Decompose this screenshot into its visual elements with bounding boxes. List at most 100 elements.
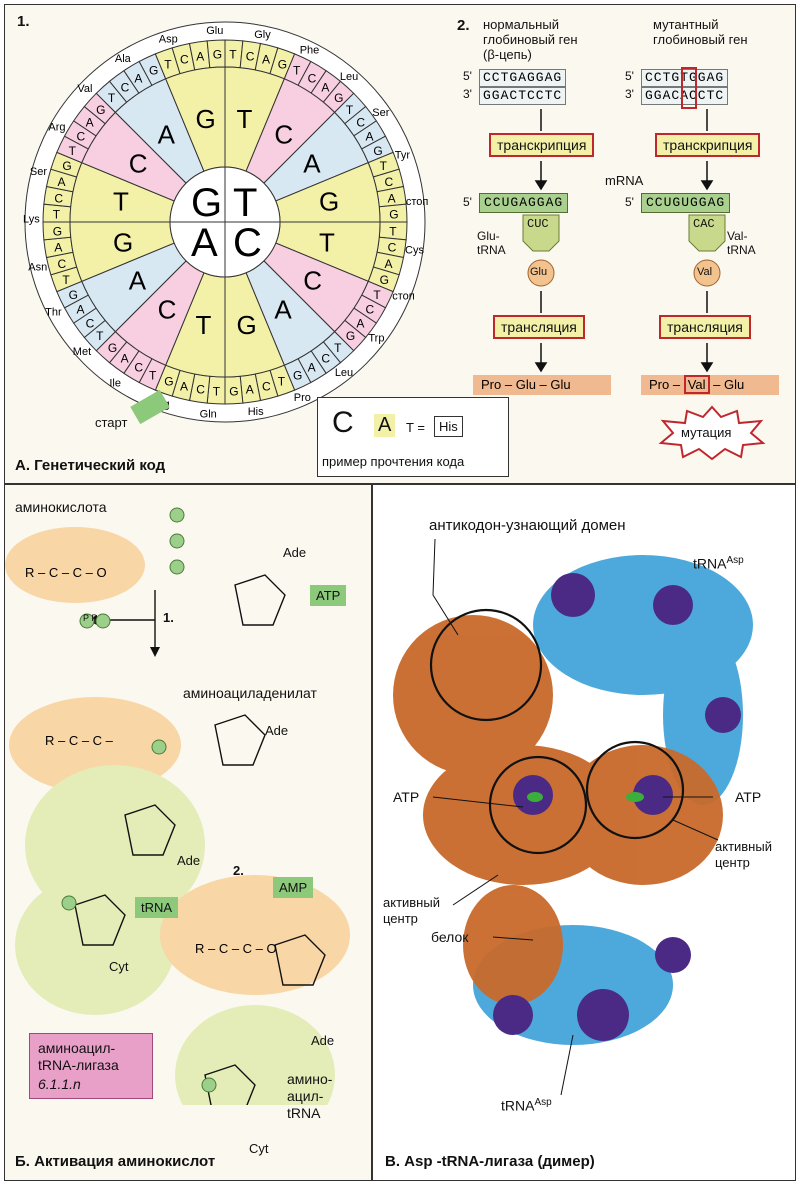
- mutant-dna-bottom: GGACACCTC: [641, 87, 729, 105]
- third-base-letter: C: [134, 361, 143, 375]
- third-base-letter: T: [69, 144, 77, 158]
- normal-5prime: 5': [463, 69, 472, 83]
- second-base-letter: G: [196, 104, 216, 134]
- normal-anticodon: CUC: [527, 217, 549, 231]
- third-base-letter: C: [262, 379, 271, 393]
- second-base-letter: T: [236, 104, 252, 134]
- amino-acid-label: стоп: [392, 291, 415, 303]
- second-base-letter: T: [196, 310, 212, 340]
- normal-gene-title: нормальный глобиновый ген (β-цепь): [483, 17, 578, 62]
- amino-acid-label: Asn: [28, 262, 47, 274]
- second-base-letter: G: [236, 310, 256, 340]
- third-base-letter: T: [62, 273, 70, 287]
- glu-ball: Glu: [530, 266, 548, 278]
- third-base-letter: T: [149, 368, 157, 382]
- enzyme-box: аминоацил- tRNA-лигаза 6.1.1.n: [29, 1033, 153, 1099]
- normal-dna-bottom: GGACTCCTC: [479, 87, 567, 105]
- third-base-letter: C: [180, 53, 189, 67]
- aminoacid-label: аминокислота: [15, 499, 107, 515]
- peptide-normal: Pro – Glu – Glu: [473, 375, 611, 395]
- third-base-letter: A: [54, 241, 62, 255]
- third-base-letter: A: [366, 129, 374, 143]
- ade-label-4: Ade: [311, 1033, 335, 1048]
- third-base-letter: G: [53, 224, 62, 238]
- legend-caption: пример прочтения кода: [322, 454, 465, 469]
- first-base-letter: A: [191, 221, 218, 265]
- mutant-anticodon: CAC: [693, 217, 715, 231]
- svg-text:R – C – C – O: R – C – C – O: [25, 565, 107, 580]
- third-base-letter: C: [58, 257, 67, 271]
- third-base-letter: A: [180, 379, 188, 393]
- amino-acid-label: Met: [73, 346, 91, 358]
- first-base-letter: G: [191, 181, 222, 225]
- amp-box: AMP: [273, 877, 314, 898]
- amino-acid-label: Cys: [405, 244, 424, 256]
- transcription-box-normal: транскрипция: [489, 133, 595, 157]
- third-base-letter: T: [229, 48, 237, 62]
- amino-acid-label: Ala: [115, 53, 132, 65]
- second-base-letter: T: [113, 187, 129, 217]
- second-base-letter: G: [113, 227, 133, 257]
- svg-text:R – C – C – O: R – C – C – O: [195, 941, 277, 956]
- third-base-letter: A: [58, 175, 66, 189]
- third-base-letter: A: [134, 71, 142, 85]
- amino-acid-label: Ile: [109, 377, 121, 389]
- third-base-letter: T: [389, 224, 397, 238]
- third-base-letter: A: [356, 316, 364, 330]
- protein-label: белок: [431, 929, 469, 945]
- mutation-highlight: [681, 67, 697, 109]
- peptide-mutant: Pro – Val – Glu: [641, 375, 779, 395]
- atp-left-label: ATP: [393, 789, 420, 805]
- legend-second-base: A: [374, 414, 396, 437]
- amino-acid-label: Ser: [372, 107, 389, 119]
- mutant-3prime: 3': [625, 87, 634, 101]
- second-base-letter: C: [129, 149, 148, 179]
- third-base-letter: T: [346, 103, 354, 117]
- third-base-letter: C: [366, 303, 375, 317]
- third-base-letter: C: [86, 316, 95, 330]
- atp-box: ATP: [310, 585, 347, 606]
- normal-mrna-5prime: 5': [463, 195, 472, 209]
- val-ball: Val: [697, 266, 713, 278]
- step-2: 2.: [233, 863, 244, 878]
- panel-a-caption: А. Генетический код: [15, 457, 166, 474]
- protein-structure: [393, 538, 753, 1096]
- mutant-gene-title: мутантный глобиновый ген: [653, 17, 748, 47]
- second-base-letter: C: [158, 294, 177, 324]
- third-base-letter: C: [76, 129, 85, 143]
- amino-acid-label: Val: [77, 83, 92, 95]
- third-base-letter: T: [373, 288, 381, 302]
- pp-label: P P: [83, 613, 98, 623]
- normal-3prime: 3': [463, 87, 472, 101]
- third-base-letter: C: [196, 383, 205, 397]
- third-base-letter: G: [149, 64, 158, 78]
- codon-first-cell: [169, 166, 226, 223]
- third-base-letter: C: [54, 191, 63, 205]
- second-base-letter: A: [274, 294, 292, 324]
- third-base-letter: A: [246, 383, 254, 397]
- amino-acid-label: Gly: [254, 29, 271, 41]
- third-base-letter: C: [356, 116, 365, 130]
- amino-acid-label: Arg: [48, 122, 65, 134]
- svg-text:R – C – C –: R – C – C –: [45, 733, 114, 748]
- enzyme-name: аминоацил- tRNA-лигаза: [38, 1040, 119, 1073]
- trna-asp-top-label: tRNAAsp: [693, 555, 744, 572]
- panel-c-caption: В. Asp -tRNA-лигаза (димер): [385, 1153, 595, 1170]
- amino-acid-label: стоп: [406, 196, 429, 208]
- amino-acid-label: Trp: [368, 333, 384, 345]
- third-base-letter: T: [213, 384, 221, 398]
- legend-amino-acid: His: [434, 416, 463, 437]
- second-base-letter: A: [303, 149, 321, 179]
- third-base-letter: C: [384, 175, 393, 189]
- third-base-letter: C: [388, 241, 397, 255]
- third-base-letter: T: [278, 375, 286, 389]
- ade-label-2: Ade: [265, 723, 289, 738]
- third-base-letter: G: [62, 159, 71, 173]
- mutant-5prime: 5': [625, 69, 634, 83]
- panel-b-caption: Б. Активация аминокислот: [15, 1153, 216, 1170]
- third-base-letter: C: [321, 351, 330, 365]
- transcription-box-mutant: транскрипция: [655, 133, 761, 157]
- mutant-dna-top: CCTGTGGAG: [641, 69, 729, 87]
- third-base-letter: T: [380, 159, 388, 173]
